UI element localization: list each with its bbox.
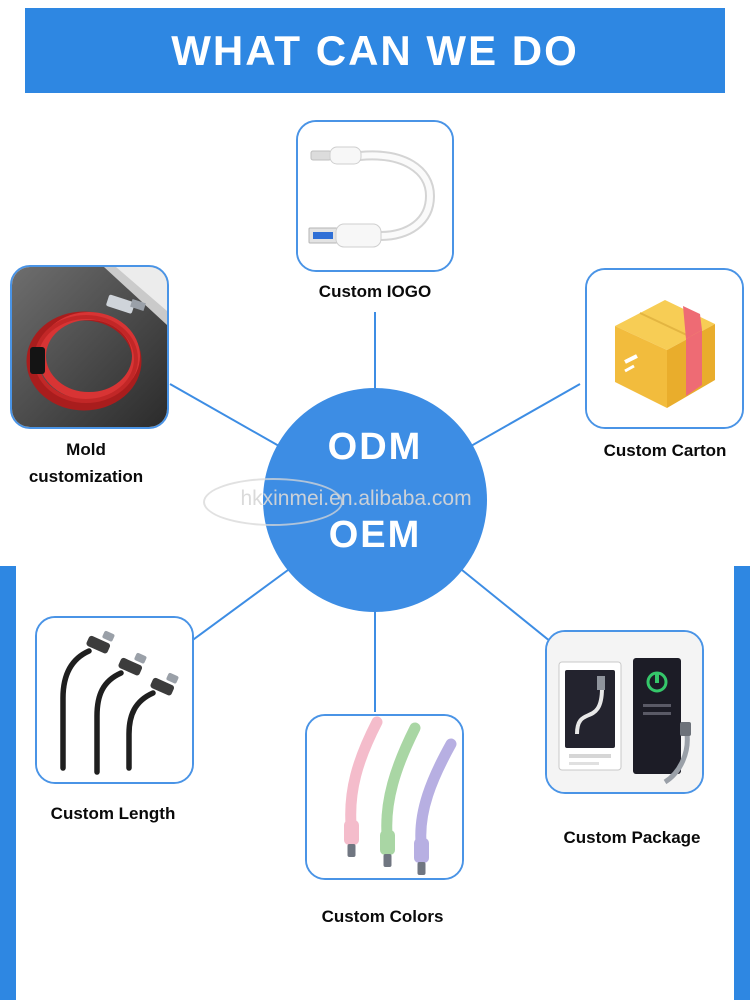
colored-cables-image [307,716,462,878]
white-lightning-cable-image [298,122,452,270]
carton-box-image [587,270,742,427]
card-custom-carton [585,268,744,429]
left-edge-bar [0,566,16,1000]
black-cables-image [37,618,192,782]
watermark-ellipse [203,478,343,526]
odm-text: ODM [327,426,423,468]
oem-text: OEM [328,514,422,556]
page-title: WHAT CAN WE DO [171,26,579,74]
label-custom-logo: Custom IOGO [318,282,432,301]
header-banner: WHAT CAN WE DO [25,8,725,93]
red-cable-coil-image [12,267,167,427]
label-mold-customization: Mold customization [28,440,144,487]
retail-packages-image [547,632,702,792]
label-custom-package: Custom Package [563,828,701,847]
watermark-text: hkxinmei.en.alibaba.com [240,487,472,510]
label-custom-length: Custom Length [50,804,176,823]
card-custom-length [35,616,194,784]
label-custom-carton: Custom Carton [603,441,727,460]
label-custom-colors: Custom Colors [321,907,444,926]
right-edge-bar [734,566,750,1000]
card-mold-customization [10,265,169,429]
card-custom-package [545,630,704,794]
card-custom-logo [296,120,454,272]
card-custom-colors [305,714,464,880]
